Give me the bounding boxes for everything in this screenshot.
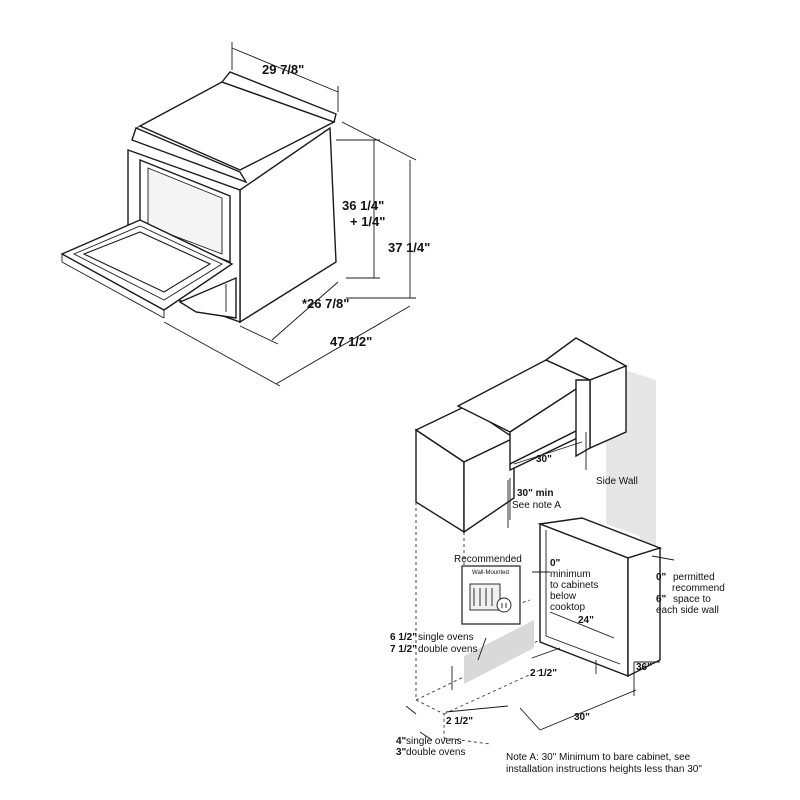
- double-ovens-label: double ovens: [418, 644, 478, 655]
- floor-double-value: 3": [396, 747, 407, 758]
- offset-right-label: 2 1/2": [530, 668, 557, 679]
- space-to-label: space to: [673, 594, 711, 605]
- permitted-label: permitted: [673, 572, 715, 583]
- zero-minimum-line1: minimum: [550, 569, 591, 580]
- floor-single-value: 4": [396, 736, 407, 747]
- installation-illustration: 30" 30" min See note A Side Wall Recomme…: [390, 337, 725, 775]
- zero-minimum-value: 0": [550, 558, 561, 569]
- floor-single-label: single ovens: [406, 736, 462, 747]
- each-side-wall-label: each side wall: [656, 605, 719, 616]
- note-a-line1: Note A: 30" Minimum to bare cabinet, see: [506, 752, 691, 763]
- height-tolerance: + 1/4": [350, 214, 385, 229]
- open-depth-dimension: 47 1/2": [330, 334, 372, 349]
- opening-width-label: 30": [536, 454, 552, 465]
- floor-double-label: double ovens: [406, 747, 466, 758]
- cooktop-height-dimension: 36 1/4": [342, 198, 384, 213]
- zero-minimum-line2: to cabinets: [550, 580, 598, 591]
- depth-24-label: 24": [578, 615, 594, 626]
- bottom-width-label: 30": [574, 712, 590, 723]
- recommended-label: Recommended: [454, 554, 522, 565]
- min-clearance-note: See note A: [512, 500, 561, 511]
- recommend-value: 6": [656, 594, 667, 605]
- double-ovens-value: 7 1/2": [390, 644, 417, 655]
- single-ovens-label: single ovens: [418, 632, 474, 643]
- permitted-value: 0": [656, 572, 667, 583]
- zero-minimum-line4: cooktop: [550, 602, 585, 613]
- note-a-line2: installation instructions heights less t…: [506, 764, 702, 775]
- wall-mounted-label: Wall-Mounted: [472, 570, 509, 576]
- zero-minimum-line3: below: [550, 591, 577, 602]
- offset-left-label: 2 1/2": [446, 716, 473, 727]
- width-dimension: 29 7/8": [262, 62, 304, 77]
- height-36-label: 36": [636, 662, 652, 673]
- min-clearance-label: 30" min: [517, 488, 553, 499]
- side-wall-label: Side Wall: [596, 476, 638, 487]
- overall-height-dimension: 37 1/4": [388, 240, 430, 255]
- single-ovens-value: 6 1/2": [390, 632, 417, 643]
- depth-dimension: *26 7/8": [302, 296, 349, 311]
- range-illustration: 29 7/8" 36 1/4" + 1/4" 37 1/4" *26 7/8" …: [60, 42, 430, 387]
- recommend-label: recommend: [672, 583, 725, 594]
